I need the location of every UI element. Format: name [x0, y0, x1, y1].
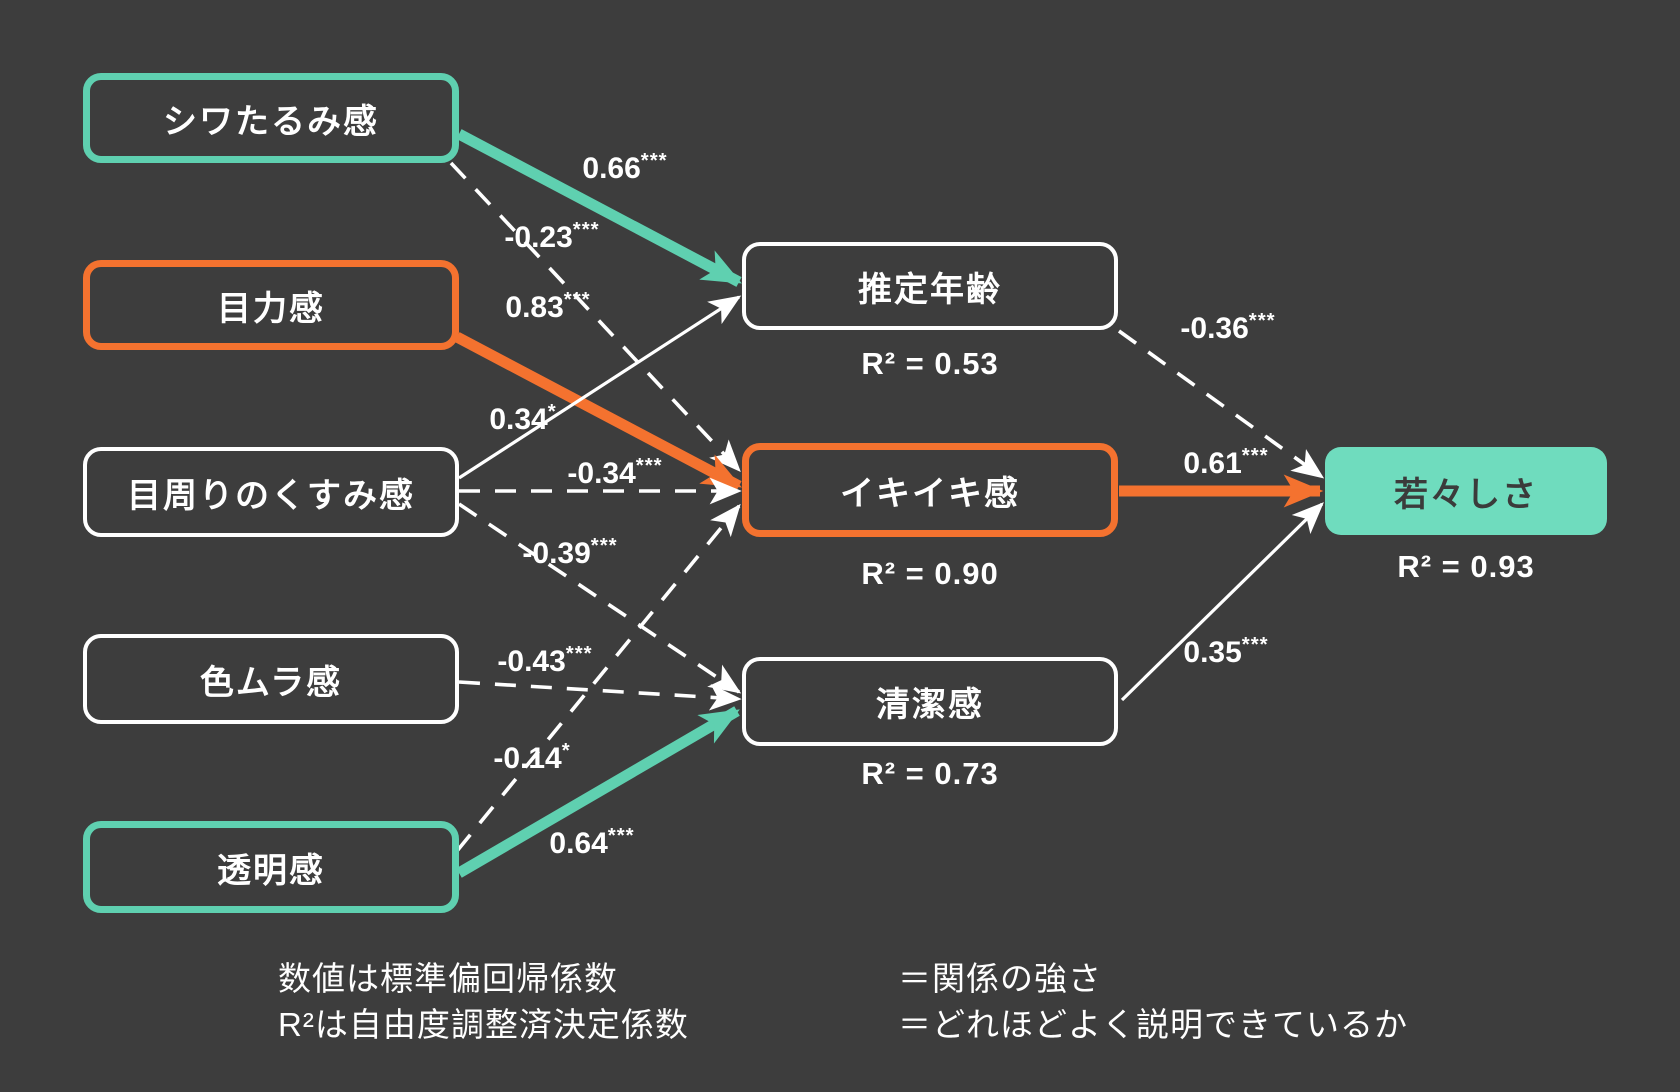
coef-suiteinenrei-wakawakashisa: -0.36*** [1180, 310, 1275, 346]
node-shiwa-tarumi: シワたるみ感 [83, 73, 459, 163]
coef-mejikara-ikiiki: 0.83*** [505, 289, 590, 325]
node-label: 推定年齢 [858, 270, 1002, 309]
significance-stars: *** [563, 288, 591, 311]
node-label: シワたるみ感 [163, 102, 379, 141]
legend-r2-meaning: ＝どれほどよく説明できているか [898, 1006, 1408, 1043]
significance-stars: *** [635, 454, 663, 477]
arrow-toumei-to-ikiiki [455, 503, 741, 853]
coef-shiwatarumi-suiteinenrei: 0.66*** [582, 150, 667, 186]
coef-memawari-suiteinenrei: 0.34* [489, 401, 556, 437]
legend-right: ＝関係の強さ ＝どれほどよく説明できているか [898, 956, 1408, 1048]
coef-value: 0.34 [489, 403, 548, 437]
coef-value: -0.39 [522, 537, 591, 571]
arrow-seiketsu-to-wakawakashisa [1120, 502, 1324, 702]
coef-value: 0.83 [505, 291, 564, 325]
significance-stars: * [561, 739, 571, 762]
arrow-suiteinenrei-to-wakawakashisa [1117, 329, 1325, 479]
arrow-mejikara-to-ikiiki [454, 332, 742, 491]
node-memawari-kusumi: 目周りのくすみ感 [83, 447, 459, 537]
coef-toumei-ikiiki: -0.14* [493, 740, 570, 776]
coef-iromura-seiketsu: -0.43*** [497, 643, 592, 679]
legend-left: 数値は標準偏回帰係数 R²は自由度調整済決定係数 [278, 956, 689, 1048]
coef-value: 0.66 [582, 152, 641, 186]
node-iromura: 色ムラ感 [83, 634, 459, 724]
arrow-iromura-to-seiketsu [458, 680, 742, 711]
coef-memawari-ikiiki: -0.34*** [567, 455, 662, 491]
coef-value: -0.34 [567, 457, 636, 491]
arrow-memawari-to-seiketsu [457, 502, 742, 694]
arrow-shiwatarumi-to-suiteinenrei [456, 129, 742, 287]
node-mejikara: 目力感 [83, 260, 459, 350]
coef-ikiiki-wakawakashisa: 0.61*** [1183, 445, 1268, 481]
significance-stars: *** [1241, 633, 1269, 656]
node-suitei-nenrei: 推定年齢 [742, 242, 1118, 330]
coef-value: 0.64 [549, 827, 608, 861]
node-ikiiki: イキイキ感 [742, 443, 1118, 537]
coef-value: -0.14 [493, 742, 562, 776]
coef-seiketsu-wakawakashisa: 0.35*** [1183, 634, 1268, 670]
arrow-toumei-to-seiketsu [456, 706, 740, 878]
significance-stars: * [547, 400, 557, 423]
legend-r2-note: R²は自由度調整済決定係数 [278, 1006, 689, 1043]
legend-coefficient-note: 数値は標準偏回帰係数 [278, 960, 618, 997]
r2-label-suitei-nenrei: R² = 0.53 [861, 346, 999, 381]
node-label: 若々しさ [1394, 475, 1538, 514]
coef-value: 0.35 [1183, 636, 1242, 670]
node-label: 透明感 [217, 851, 325, 890]
r2-label-wakawakashisa: R² = 0.93 [1397, 549, 1535, 584]
arrow-memawari-to-suiteinenrei [458, 295, 742, 480]
coef-value: 0.61 [1183, 447, 1242, 481]
significance-stars: *** [565, 642, 593, 665]
coef-toumei-seiketsu: 0.64*** [549, 825, 634, 861]
significance-stars: *** [572, 218, 600, 241]
significance-stars: *** [640, 149, 668, 172]
node-label: 清潔感 [876, 686, 984, 724]
significance-stars: *** [1248, 309, 1276, 332]
legend-coefficient-meaning: ＝関係の強さ [898, 960, 1102, 997]
node-label: 色ムラ感 [199, 663, 343, 702]
significance-stars: *** [1241, 444, 1269, 467]
coef-value: -0.43 [497, 645, 566, 679]
node-toumei: 透明感 [83, 821, 459, 913]
significance-stars: *** [607, 824, 635, 847]
node-seiketsu: 清潔感 [742, 657, 1118, 746]
coef-value: -0.23 [504, 221, 573, 255]
node-label: 目力感 [217, 289, 325, 328]
r2-label-ikiiki: R² = 0.90 [861, 556, 999, 591]
significance-stars: *** [590, 534, 618, 557]
coef-memawari-seiketsu: -0.39*** [522, 535, 617, 571]
node-label: 目周りのくすみ感 [127, 476, 415, 515]
coef-value: -0.36 [1180, 312, 1249, 346]
coef-shiwatarumi-ikiiki: -0.23*** [504, 219, 599, 255]
node-label: イキイキ感 [840, 474, 1020, 513]
node-wakawakashisa: 若々しさ [1325, 447, 1607, 535]
r2-label-seiketsu: R² = 0.73 [861, 756, 999, 791]
